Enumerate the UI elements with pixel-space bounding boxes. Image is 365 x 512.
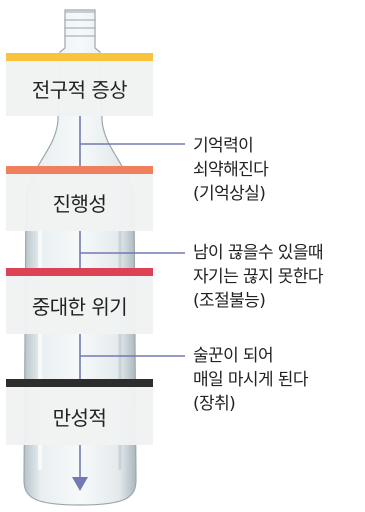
stage-label: 전구적 증상 <box>31 78 128 102</box>
stage-band-3 <box>6 268 153 276</box>
stage-band-2 <box>6 166 153 174</box>
annotation-line: 기억력이 <box>193 136 254 156</box>
stage-box-2: 진행성 <box>6 174 153 231</box>
annotation-line: 술꾼이 되어 <box>193 346 274 366</box>
stage-label: 중대한 위기 <box>31 294 128 319</box>
arrow-down-icon <box>72 477 88 491</box>
annotation-line: (장취) <box>193 394 236 414</box>
stage-label: 만성적 <box>52 405 107 430</box>
stage-label: 진행성 <box>52 192 107 216</box>
stage-box-1: 전구적 증상 <box>6 61 153 116</box>
stage-band-4 <box>6 379 153 387</box>
annotation-line: (조절불능) <box>193 291 266 311</box>
annotation-line: 자기는 끊지 못한다 <box>193 267 324 287</box>
annotation-line: (기억상실) <box>193 184 266 204</box>
annotation-1: 기억력이 쇠약해진다 (기억상실) <box>193 134 269 206</box>
stage-band-1 <box>6 53 153 61</box>
stage-box-3: 중대한 위기 <box>6 276 153 334</box>
annotation-3: 술꾼이 되어 매일 마시게 된다 (장취) <box>193 344 308 416</box>
stage-box-4: 만성적 <box>6 387 153 445</box>
annotation-2: 남이 끊을수 있을때 자기는 끊지 못한다 (조절불능) <box>193 241 324 313</box>
annotation-line: 남이 끊을수 있을때 <box>193 243 324 263</box>
annotation-line: 매일 마시게 된다 <box>193 370 308 390</box>
annotation-line: 쇠약해진다 <box>193 160 269 180</box>
